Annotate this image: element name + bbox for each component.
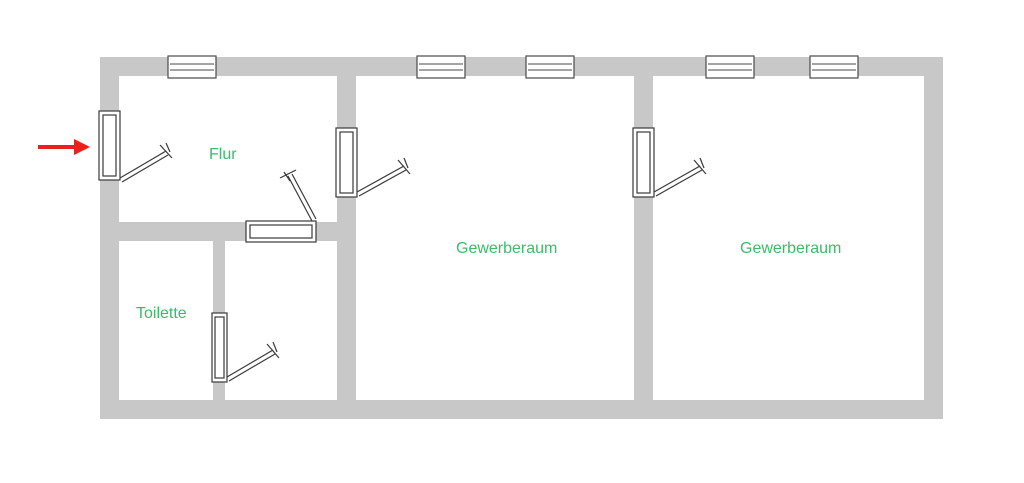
room-label-gewerberaum-1: Gewerberaum [456, 240, 557, 257]
windows [167, 55, 859, 79]
entrance-arrow-icon [38, 139, 90, 155]
window-icon [416, 55, 466, 79]
doors [98, 110, 707, 383]
window-icon [167, 55, 217, 79]
room-label-toilette: Toilette [136, 305, 187, 322]
walls [100, 57, 943, 419]
door-icon [98, 110, 173, 183]
window-icon [705, 55, 755, 79]
window-icon [809, 55, 859, 79]
door-icon [245, 169, 317, 243]
outer-wall-bottom [100, 400, 943, 419]
door-icon [211, 312, 280, 383]
outer-wall-right [924, 57, 943, 419]
room-label-gewerberaum-2: Gewerberaum [740, 240, 841, 257]
room-label-flur: Flur [209, 146, 237, 163]
door-icon [335, 127, 411, 198]
window-icon [525, 55, 575, 79]
door-icon [632, 127, 707, 198]
inner-wall-gewerbe-gewerbe [634, 57, 653, 419]
inner-wall-flur-bottom [100, 222, 356, 241]
